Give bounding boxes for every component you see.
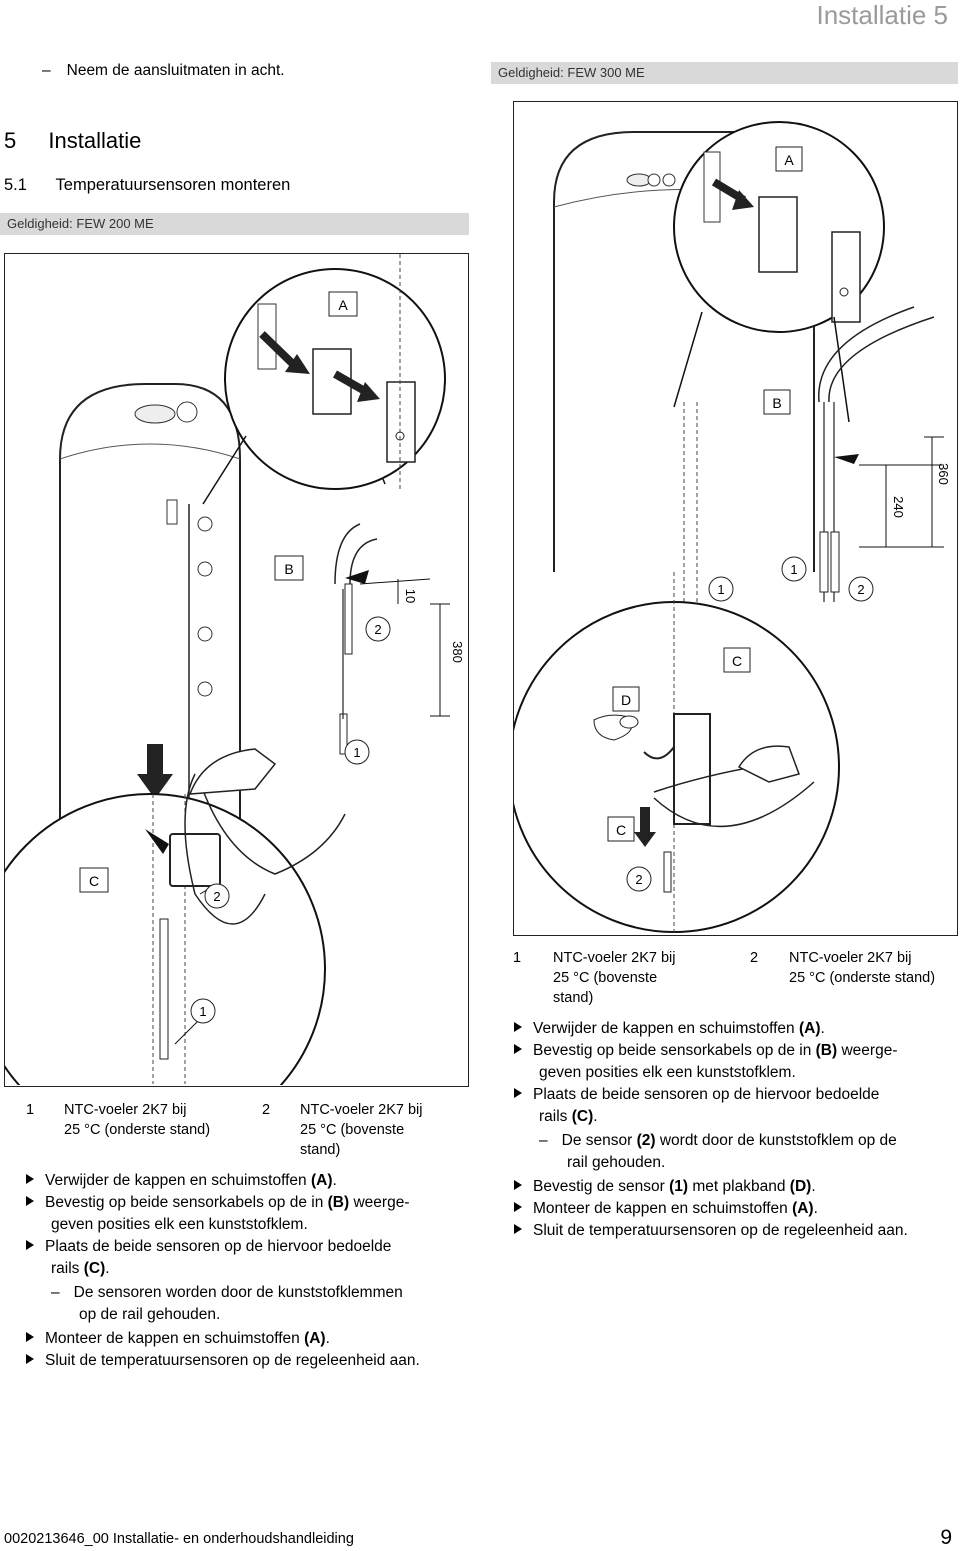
label-C-right-b: C <box>607 816 635 842</box>
legend-num: 2 <box>750 950 759 966</box>
intro-item: –Neem de aansluitmaten in acht. <box>42 62 285 79</box>
figure-right-drawing: A B 1 1 2 C D C 2 240 360 <box>508 121 951 934</box>
section-title: Installatie <box>48 128 142 153</box>
legend-text: NTC-voeler 2K7 bij <box>789 950 912 966</box>
page-number: 9 <box>940 1526 952 1549</box>
step-item: Sluit de temperatuursensoren op de regel… <box>514 1220 958 1242</box>
steps-left: Verwijder de kappen en schuimstoffen (A)… <box>26 1170 476 1372</box>
svg-text:C: C <box>616 822 626 838</box>
dim-360: 360 <box>936 463 951 485</box>
legend-text: 25 °C (bovenste <box>553 970 658 986</box>
step-item: Bevestig de sensor (1) met plakband (D). <box>514 1176 958 1198</box>
svg-text:B: B <box>284 561 293 577</box>
legend-right-1: 1 NTC-voeler 2K7 bij 25 °C (bovenste sta… <box>513 948 733 1008</box>
svg-text:1: 1 <box>717 582 724 597</box>
svg-text:C: C <box>89 873 99 889</box>
label-1-right-a: 1 <box>708 576 734 602</box>
legend-text: NTC-voeler 2K7 bij <box>300 1102 423 1118</box>
intro-text: Neem de aansluitmaten in acht. <box>66 62 285 79</box>
subsection-title: Temperatuursensoren monteren <box>55 176 291 194</box>
legend-num: 1 <box>26 1102 35 1118</box>
label-A-left: A <box>328 291 358 317</box>
svg-text:2: 2 <box>374 622 381 637</box>
legend-right-2: 2 NTC-voeler 2K7 bij 25 °C (onderste sta… <box>750 948 955 988</box>
label-2-left-bottom: 2 <box>204 883 230 909</box>
label-C-left: C <box>79 867 109 893</box>
subsection-heading: 5.1 Temperatuursensoren monteren <box>4 176 290 195</box>
step-subitem: –De sensoren worden door de kunststofkle… <box>51 1284 403 1323</box>
legend-left-1: 1 NTC-voeler 2K7 bij 25 °C (onderste sta… <box>26 1100 246 1140</box>
legend-text: stand) <box>553 990 594 1006</box>
svg-text:2: 2 <box>857 582 864 597</box>
step-item: Bevestig op beide sensorkabels op de in … <box>514 1040 958 1084</box>
legend-left-2: 2 NTC-voeler 2K7 bij 25 °C (bovenste sta… <box>262 1100 462 1160</box>
svg-text:1: 1 <box>199 1004 206 1019</box>
svg-text:2: 2 <box>635 872 642 887</box>
legend-text: NTC-voeler 2K7 bij <box>553 950 676 966</box>
label-1-right-b: 1 <box>781 556 807 582</box>
label-B-left: B <box>274 555 304 581</box>
svg-text:A: A <box>338 297 348 313</box>
label-D-right: D <box>612 686 640 712</box>
label-2-left-top: 2 <box>365 616 391 642</box>
label-1-left-mid: 1 <box>344 739 370 765</box>
dim-240: 240 <box>891 496 906 518</box>
label-2-right-b: 2 <box>626 866 652 892</box>
legend-num: 1 <box>513 950 522 966</box>
label-2-right-a: 2 <box>848 576 874 602</box>
legend-text: NTC-voeler 2K7 bij <box>64 1102 187 1118</box>
svg-text:2: 2 <box>213 889 220 904</box>
subsection-number: 5.1 <box>4 176 27 194</box>
step-subitem: –De sensor (2) wordt door de kunststofkl… <box>539 1132 897 1171</box>
svg-text:D: D <box>621 692 631 708</box>
legend-text: 25 °C (onderste stand) <box>64 1122 211 1138</box>
step-item: Monteer de kappen en schuimstoffen (A). <box>26 1328 476 1350</box>
chapter-header: Installatie 5 <box>816 0 948 30</box>
label-1-left-bottom: 1 <box>190 998 216 1024</box>
section-heading: 5 Installatie <box>4 128 141 154</box>
step-item: Plaats de beide sensoren op de hiervoor … <box>514 1084 958 1128</box>
step-item: Verwijder de kappen en schuimstoffen (A)… <box>26 1170 476 1192</box>
legend-text: 25 °C (bovenste <box>300 1122 405 1138</box>
footer-doc: 0020213646_00 Installatie- en onderhouds… <box>4 1531 354 1547</box>
svg-text:C: C <box>732 653 742 669</box>
label-C-right-a: C <box>723 647 751 673</box>
step-item: Plaats de beide sensoren op de hiervoor … <box>26 1236 476 1280</box>
label-A-right: A <box>775 146 803 172</box>
figure-right: A B 1 1 2 C D C 2 240 360 <box>508 101 958 936</box>
svg-text:1: 1 <box>790 562 797 577</box>
dim-380: 380 <box>450 641 465 663</box>
step-item: Sluit de temperatuursensoren op de regel… <box>26 1350 476 1372</box>
step-item: Verwijder de kappen en schuimstoffen (A)… <box>514 1018 958 1040</box>
validity-bar-right: Geldigheid: FEW 300 ME <box>491 62 958 84</box>
section-number: 5 <box>4 128 17 153</box>
step-item: Monteer de kappen en schuimstoffen (A). <box>514 1198 958 1220</box>
steps-right: Verwijder de kappen en schuimstoffen (A)… <box>514 1018 958 1242</box>
svg-text:1: 1 <box>353 745 360 760</box>
legend-text: 25 °C (onderste stand) <box>789 970 936 986</box>
figure-left-drawing: A B 2 1 C 2 1 10 380 <box>0 254 465 1145</box>
svg-text:B: B <box>772 395 781 411</box>
validity-bar-left: Geldigheid: FEW 200 ME <box>0 213 469 235</box>
legend-num: 2 <box>262 1102 271 1118</box>
dim-10: 10 <box>403 589 418 603</box>
figure-left: A B 2 1 C 2 1 10 380 <box>0 253 469 1145</box>
label-B-right: B <box>763 389 791 415</box>
legend-text: stand) <box>300 1142 341 1158</box>
svg-text:A: A <box>784 152 794 168</box>
step-item: Bevestig op beide sensorkabels op de in … <box>26 1192 476 1236</box>
